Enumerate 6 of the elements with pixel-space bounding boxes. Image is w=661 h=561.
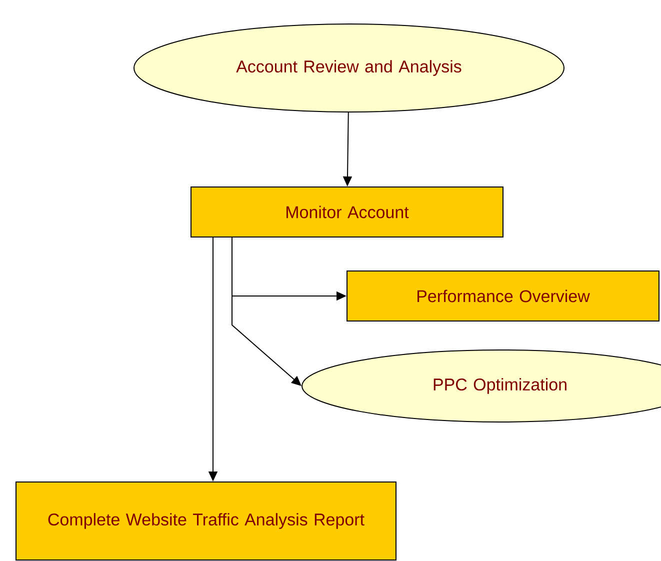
ellipse-node: Account Review and Analysis xyxy=(134,24,564,112)
ellipse-node: PPC Optimization xyxy=(302,350,661,422)
arrow xyxy=(232,237,302,386)
process-box: Complete Website Traffic Analysis Report xyxy=(16,481,396,560)
process-box: Performance Overview xyxy=(346,270,660,322)
process-box: Monitor Account xyxy=(190,186,504,238)
